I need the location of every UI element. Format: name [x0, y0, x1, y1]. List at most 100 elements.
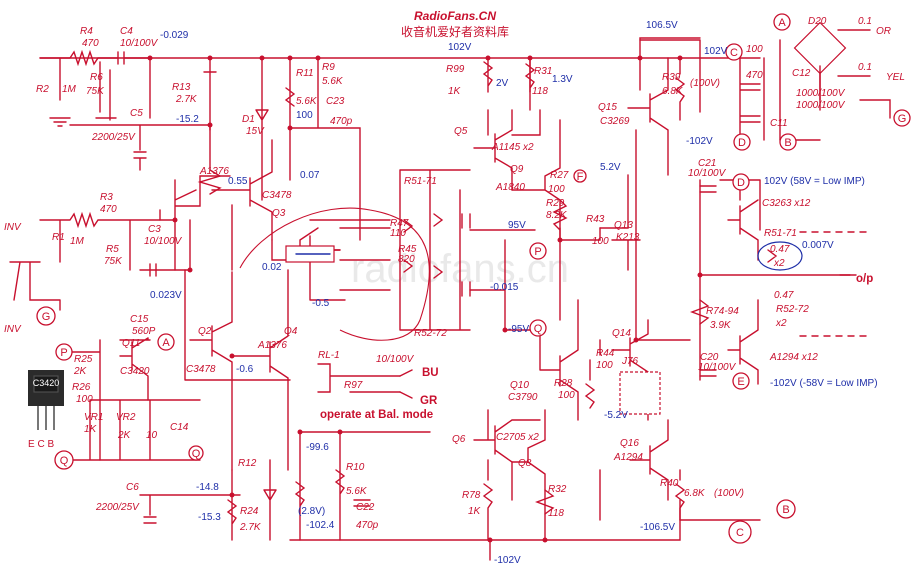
svg-text:75K: 75K	[86, 86, 105, 97]
svg-text:R5: R5	[106, 244, 119, 255]
svg-text:operate at Bal. mode: operate at Bal. mode	[320, 409, 433, 421]
svg-text:0.47: 0.47	[774, 290, 794, 301]
svg-text:A: A	[162, 337, 170, 349]
svg-text:INV: INV	[4, 222, 22, 233]
svg-text:110: 110	[390, 228, 406, 239]
svg-text:R74-94: R74-94	[706, 306, 739, 317]
svg-text:100: 100	[592, 236, 609, 247]
svg-text:C14: C14	[170, 422, 189, 433]
svg-text:C3: C3	[148, 224, 161, 235]
svg-text:2200/25V: 2200/25V	[95, 502, 140, 513]
svg-text:C23: C23	[326, 96, 345, 107]
svg-text:D20: D20	[808, 16, 827, 27]
svg-text:x2: x2	[773, 258, 785, 269]
svg-text:2.7K: 2.7K	[175, 94, 198, 105]
relay-section: RL-1 R97 10/100V BU GR operate at Bal. m…	[317, 350, 439, 421]
q9-stage	[511, 119, 561, 241]
svg-text:102V: 102V	[704, 46, 728, 57]
svg-text:R25: R25	[74, 354, 93, 365]
q15-stage	[627, 57, 669, 176]
svg-text:R99: R99	[446, 64, 465, 75]
svg-text:Q6: Q6	[452, 434, 466, 445]
svg-text:-0.6: -0.6	[236, 364, 254, 375]
svg-text:Q15: Q15	[598, 102, 617, 113]
svg-text:VR2: VR2	[116, 412, 136, 423]
output-bus	[699, 179, 851, 381]
svg-text:YEL: YEL	[886, 72, 905, 83]
svg-text:100: 100	[76, 394, 93, 405]
svg-text:R44: R44	[596, 348, 615, 359]
r11-r9	[284, 57, 361, 241]
svg-text:R26: R26	[72, 382, 91, 393]
svg-text:-15.3: -15.3	[198, 512, 221, 523]
svg-text:P: P	[60, 347, 67, 359]
r29-r43	[552, 199, 601, 321]
svg-text:GR: GR	[420, 395, 438, 407]
svg-text:-102V: -102V	[494, 555, 521, 566]
svg-text:Q11: Q11	[122, 338, 140, 349]
svg-text:A1294 x12: A1294 x12	[769, 352, 818, 363]
c5-line	[69, 124, 211, 171]
svg-text:-0.5: -0.5	[312, 298, 330, 309]
svg-text:Q: Q	[534, 323, 543, 335]
svg-text:R52-72: R52-72	[414, 328, 447, 339]
svg-text:R10: R10	[346, 462, 365, 473]
svg-text:5.2V: 5.2V	[600, 162, 621, 173]
svg-text:-102.4: -102.4	[306, 520, 335, 531]
svg-text:Q10: Q10	[510, 380, 529, 391]
svg-text:100: 100	[296, 110, 313, 121]
svg-text:R31: R31	[534, 66, 552, 77]
c3420-photo-face	[33, 375, 59, 393]
svg-text:C15: C15	[130, 314, 149, 325]
junction-dots	[147, 55, 703, 543]
c21-c20	[699, 185, 717, 377]
svg-text:R1: R1	[52, 232, 65, 243]
svg-text:R27: R27	[550, 170, 569, 181]
svg-text:BU: BU	[422, 367, 439, 379]
svg-text:1K: 1K	[84, 424, 98, 435]
bridge-rectifier	[793, 21, 847, 75]
svg-text:10: 10	[146, 430, 158, 441]
svg-text:Q8: Q8	[518, 458, 532, 469]
r47-r45	[403, 213, 444, 279]
svg-text:6.8K: 6.8K	[684, 488, 706, 499]
svg-text:D1: D1	[242, 114, 255, 125]
r78	[482, 459, 494, 541]
input-bottom-wiring	[39, 211, 191, 277]
svg-text:R11: R11	[296, 68, 314, 79]
input-top-r6	[95, 61, 117, 119]
q6-stage	[473, 409, 541, 501]
svg-text:x2: x2	[775, 318, 787, 329]
c14-c16	[461, 213, 471, 297]
c3420-photo-text: C3420	[33, 378, 60, 388]
svg-text:10/100V: 10/100V	[376, 354, 415, 365]
svg-text:5.6K: 5.6K	[296, 96, 318, 107]
svg-text:C22: C22	[356, 502, 375, 513]
svg-text:10/100V: 10/100V	[688, 168, 727, 179]
svg-text:100: 100	[548, 184, 565, 195]
svg-text:1K: 1K	[468, 506, 482, 517]
svg-text:E C B: E C B	[28, 439, 54, 450]
svg-text:1M: 1M	[62, 84, 77, 95]
svg-text:A1294: A1294	[613, 452, 643, 463]
svg-text:C3420: C3420	[120, 366, 150, 377]
svg-text:1000/100V: 1000/100V	[796, 88, 846, 99]
supply-caps	[739, 29, 821, 141]
watermark-title: RadioFans.CN	[414, 9, 496, 23]
resistor-bank	[399, 169, 471, 331]
svg-text:Q4: Q4	[284, 326, 298, 337]
svg-text:R4: R4	[80, 26, 93, 37]
svg-text:Q14: Q14	[612, 328, 631, 339]
svg-text:D: D	[738, 137, 746, 149]
svg-text:-95V: -95V	[508, 324, 529, 335]
svg-text:R28: R28	[554, 378, 573, 389]
svg-text:100: 100	[596, 360, 613, 371]
svg-text:Q13: Q13	[614, 220, 633, 231]
svg-text:106.5V: 106.5V	[646, 20, 678, 31]
svg-text:2K: 2K	[73, 366, 88, 377]
r39	[674, 57, 686, 121]
svg-text:5.6K: 5.6K	[346, 486, 368, 497]
svg-text:470: 470	[82, 38, 99, 49]
c3420-photo-legs	[37, 406, 55, 430]
